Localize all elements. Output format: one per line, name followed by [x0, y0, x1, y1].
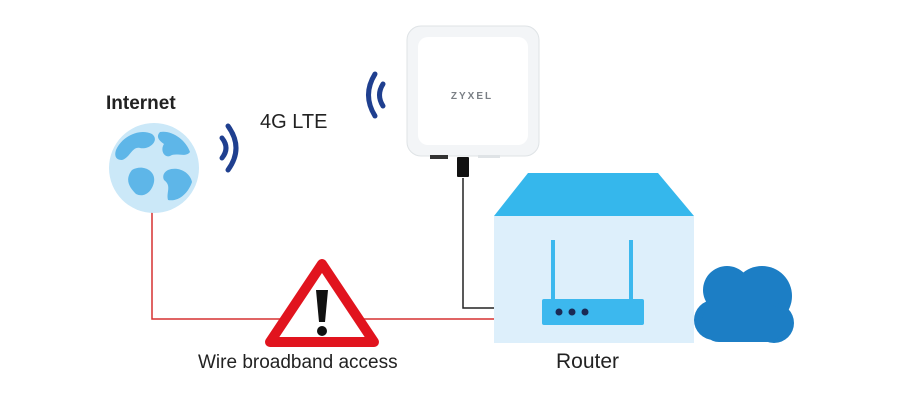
lte-device-icon: ZYXEL [406, 25, 540, 177]
device-brand-text: ZYXEL [451, 91, 493, 102]
cloud-icon [694, 266, 794, 343]
warning-icon [265, 259, 379, 347]
lte-label: 4G LTE [260, 111, 328, 133]
wire-broadband-label: Wire broadband access [198, 352, 398, 373]
wifi-signal-icon-device [366, 71, 386, 119]
wifi-signal-icon [219, 123, 239, 173]
router-icon [542, 240, 644, 325]
globe-icon [109, 123, 199, 213]
wire-broadband-line [151, 212, 542, 320]
router-label: Router [556, 350, 620, 373]
internet-label: Internet [106, 93, 176, 114]
